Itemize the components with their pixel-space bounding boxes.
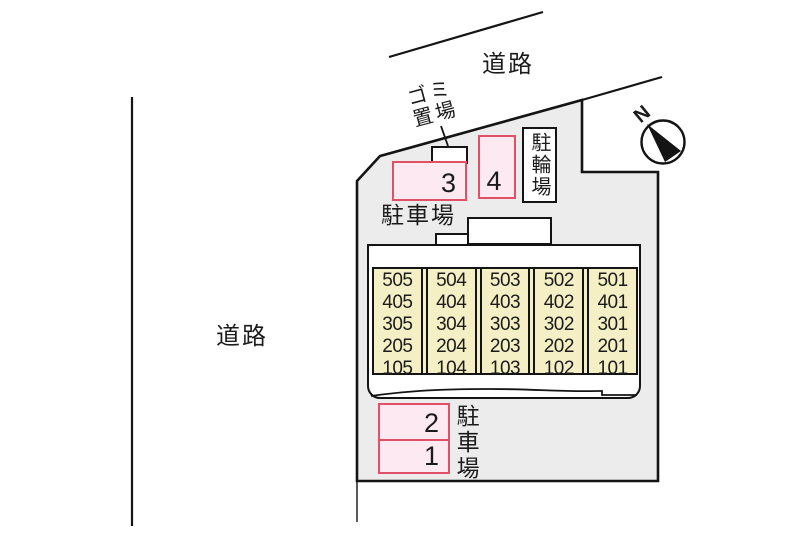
parking-space-3: 3: [392, 161, 467, 201]
building-entrance-porch: [467, 217, 552, 245]
road-label-left: 道路: [216, 323, 268, 350]
unit-cell: 205: [382, 336, 413, 357]
compass-needle: [647, 124, 681, 162]
unit-column: 503 403 303 203 103: [479, 269, 531, 379]
unit-column: 504 404 304 204 104: [425, 269, 477, 379]
unit-cell: 402: [543, 292, 575, 313]
road-label-top: 道路: [482, 51, 534, 78]
balcony-line: [370, 388, 637, 397]
unit-cell: 301: [597, 314, 628, 335]
garbage-leader-line: [440, 125, 449, 147]
unit-cell: 505: [382, 270, 413, 291]
parking-space-number: 3: [440, 168, 456, 198]
unit-cell: 502: [543, 270, 575, 291]
unit-cell: 201: [597, 336, 628, 357]
unit-cell: 403: [489, 292, 521, 313]
parking-space-number: 4: [486, 166, 502, 196]
unit-column: 502 402 302 202 102: [533, 269, 585, 379]
building-step: [435, 233, 469, 246]
compass-north-icon: N: [630, 101, 686, 165]
unit-column: 501 401 301 201 101: [587, 269, 636, 379]
parking-space-number: 1: [423, 441, 439, 471]
unit-cell: 304: [436, 314, 467, 335]
unit-cell: 103: [489, 358, 521, 379]
unit-column: 505 405 305 205 105: [374, 269, 423, 379]
parking-lot-label-lower: 駐車場: [453, 404, 480, 482]
parking-space-2: 2: [378, 403, 450, 441]
parking-space-4: 4: [478, 135, 516, 199]
parking-space-number: 2: [423, 408, 439, 438]
unit-cell: 401: [597, 292, 628, 313]
unit-cell: 404: [436, 292, 467, 313]
road-edge-top-line: [388, 10, 544, 59]
unit-cell: 302: [543, 314, 575, 335]
unit-cell: 405: [382, 292, 413, 313]
unit-cell: 203: [489, 336, 521, 357]
road-frontage-line: [581, 75, 663, 102]
unit-cell: 202: [543, 336, 575, 357]
unit-cell: 204: [436, 336, 467, 357]
bicycle-parking-box: 駐輪場: [522, 127, 557, 203]
unit-cell: 305: [382, 314, 413, 335]
unit-cell: 503: [489, 270, 521, 291]
unit-cell: 102: [543, 358, 575, 379]
parking-space-1: 1: [378, 439, 450, 474]
unit-grid: 505 405 305 205 105 504 404 304 204 104 …: [372, 267, 638, 379]
bicycle-parking-label: 駐輪場: [528, 132, 550, 198]
unit-cell: 504: [436, 270, 467, 291]
parking-lot-label-upper: 駐車場: [381, 202, 456, 228]
unit-cell: 501: [597, 270, 628, 291]
unit-cell: 104: [436, 358, 467, 379]
unit-cell: 105: [382, 358, 413, 379]
unit-cell: 101: [597, 358, 628, 379]
unit-cell: 303: [489, 314, 521, 335]
